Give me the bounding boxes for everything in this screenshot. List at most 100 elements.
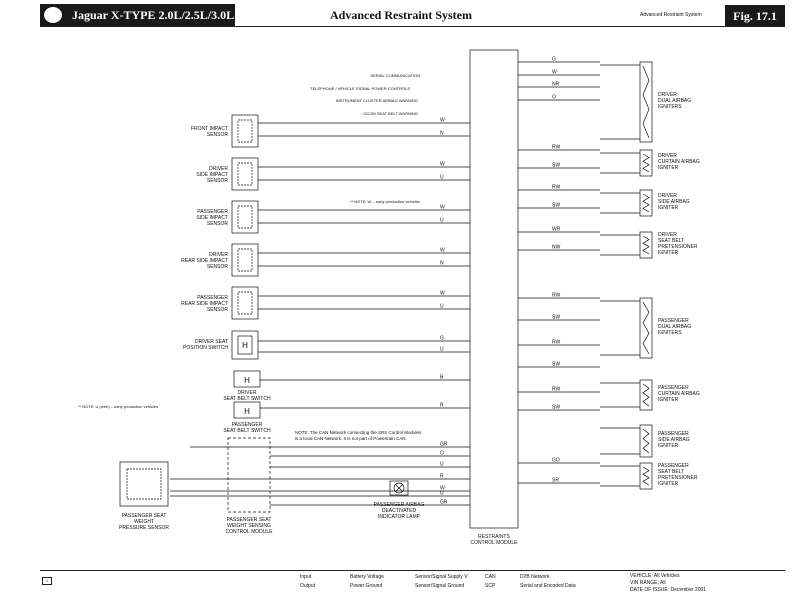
brand-banner: Jaguar X-TYPE 2.0L/2.5L/3.0L (40, 4, 235, 26)
wire-color-label: GR (440, 442, 448, 448)
igniter-label: SEAT BELT (658, 238, 684, 244)
sensor-label: PASSENGER (197, 209, 228, 215)
legend-battery: Battery Voltage (350, 574, 384, 580)
igniter-label: PASSENGER (658, 318, 689, 324)
wire-color-label: W (440, 162, 445, 168)
igniter-label: IGNITER (658, 205, 679, 211)
wire-color-label: SR (552, 478, 559, 484)
igniter-label: DRIVER (658, 153, 677, 159)
wire-color-label: U (440, 304, 444, 310)
igniter-label: PRETENSIONER (658, 244, 698, 250)
passenger-side-impact-sensor: PASSENGER SIDE IMPACT SENSOR (196, 200, 259, 234)
wire-color-label: G (440, 336, 444, 342)
igniter-symbol (639, 462, 653, 490)
wire-color-label: W (440, 486, 445, 492)
igniter-label: IGNITER (658, 250, 679, 256)
note-can-2: is a local CAN Network. It is not part o… (295, 436, 407, 441)
wire-color-label: R (440, 403, 444, 409)
wire-color-label: SW (552, 163, 560, 169)
wire-color-label: SW (552, 315, 560, 321)
switch-label: PASSENGER (232, 422, 263, 428)
weight-pressure-sensor: PASSENGER SEAT WEIGHT PRESSURE SENSOR (119, 461, 169, 531)
legend-can: CAN (485, 574, 496, 580)
igniter-coil (642, 383, 650, 407)
legend-output: Output (300, 583, 316, 589)
wire-color-label: GO (552, 458, 560, 464)
sensor-label: DRIVER (209, 166, 228, 172)
front-impact-sensor: FRONT IMPACT SENSOR (191, 114, 259, 148)
wire-color-label: O (440, 451, 444, 457)
restraints-module-box (469, 49, 519, 529)
wire-color-label: RW (552, 387, 561, 393)
wire-color-label: U (440, 491, 444, 497)
igniter-label: PASSENGER (658, 385, 689, 391)
legend-input: Input (300, 574, 312, 580)
diagram-title: Advanced Restraint System (330, 8, 472, 22)
igniter-symbol (639, 424, 653, 458)
wire-color-label: NR (552, 82, 560, 88)
wire-color-label: W (552, 70, 557, 76)
igniter-label: IGNITER (658, 481, 679, 487)
igniter-label: CURTAIN AIRBAG (658, 159, 700, 165)
wire-color-label: GR (440, 500, 448, 506)
wire-color-label: RW (552, 145, 561, 151)
wire-color-label: SW (552, 405, 560, 411)
sensor-label: DRIVER (209, 252, 228, 258)
driver-seat-position-switch: H DRIVER SEAT POSITION SWITCH (183, 330, 259, 360)
igniter-coil (642, 65, 650, 139)
igniter-label: SEAT BELT (658, 469, 684, 475)
note-early-1: ** NOTE: W – early production vehicles (350, 199, 420, 204)
sensor-label: FRONT IMPACT (191, 126, 228, 132)
igniter-coil (642, 301, 650, 355)
wire-color-label: SW (552, 203, 560, 209)
igniter-label: IGNITER (658, 443, 679, 449)
wire-color-label: SW (552, 362, 560, 368)
igniter-symbol (639, 149, 653, 177)
switch-label: POSITION SWITCH (183, 345, 228, 351)
driver-seat-belt-switch: H DRIVER SEAT BELT SWITCH (223, 370, 271, 402)
jaguar-logo-icon (44, 7, 62, 23)
igniter-label: DUAL AIRBAG (658, 98, 691, 104)
igniter-symbol (639, 379, 653, 411)
igniter-symbol (639, 297, 653, 359)
lamp-label: INDICATOR LAMP (378, 514, 421, 520)
figure-number: Fig. 17.1 (725, 5, 785, 27)
igniter-coil (642, 235, 650, 255)
wire-color-label: R (440, 474, 444, 480)
module-label-2: CONTROL MODULE (470, 540, 518, 546)
igniter-coil (642, 193, 650, 213)
module-label: CONTROL MODULE (225, 529, 273, 535)
sensor-label: SENSOR (207, 221, 229, 227)
igniter-symbol (639, 189, 653, 217)
passenger-seat-belt-switch: H PASSENGER SEAT BELT SWITCH (223, 401, 271, 434)
wire-color-label: RW (552, 185, 561, 191)
wire-color-label: U (440, 462, 444, 468)
wire-color-label: N (440, 131, 444, 137)
wire-color-label: NW (552, 245, 561, 251)
igniter-coil (642, 428, 650, 454)
sensor-label: SENSOR (207, 132, 229, 138)
weight-sensing-control-module: PASSENGER SEAT WEIGHT SENSING CONTROL MO… (225, 437, 273, 535)
sensor-label: SENSOR (207, 307, 229, 313)
hall-symbol: H (242, 341, 248, 350)
wire-color-label: N (440, 261, 444, 267)
wire-color-label: U (440, 347, 444, 353)
sensor-label: PRESSURE SENSOR (119, 525, 169, 531)
sensor-label: SENSOR (207, 178, 229, 184)
module-label-1: RESTRAINTS (478, 534, 510, 540)
wire-color-label: RW (552, 293, 561, 299)
sensor-label: PASSENGER (197, 295, 228, 301)
driver-side-impact-sensor: DRIVER SIDE IMPACT SENSOR (196, 157, 259, 191)
diagram-subtitle: Advanced Restraint System (640, 12, 702, 18)
legend-sensor-supply: Sensor/Signal Supply V (415, 574, 468, 580)
vehicle-info: VEHICLE: All Vehicles (630, 573, 680, 579)
igniter-coil (642, 466, 650, 486)
igniter-label: DRIVER (658, 193, 677, 199)
legend-serial: Serial and Encoded Data (520, 583, 576, 589)
legend-sensor-ground: Sensor/Signal Ground (415, 583, 465, 589)
igniter-label: IGNITER (658, 165, 679, 171)
sensor-label: REAR SIDE IMPACT (181, 301, 228, 307)
sensor-label: SENSOR (207, 264, 229, 270)
vin-range: VIN RANGE: All (630, 580, 666, 586)
